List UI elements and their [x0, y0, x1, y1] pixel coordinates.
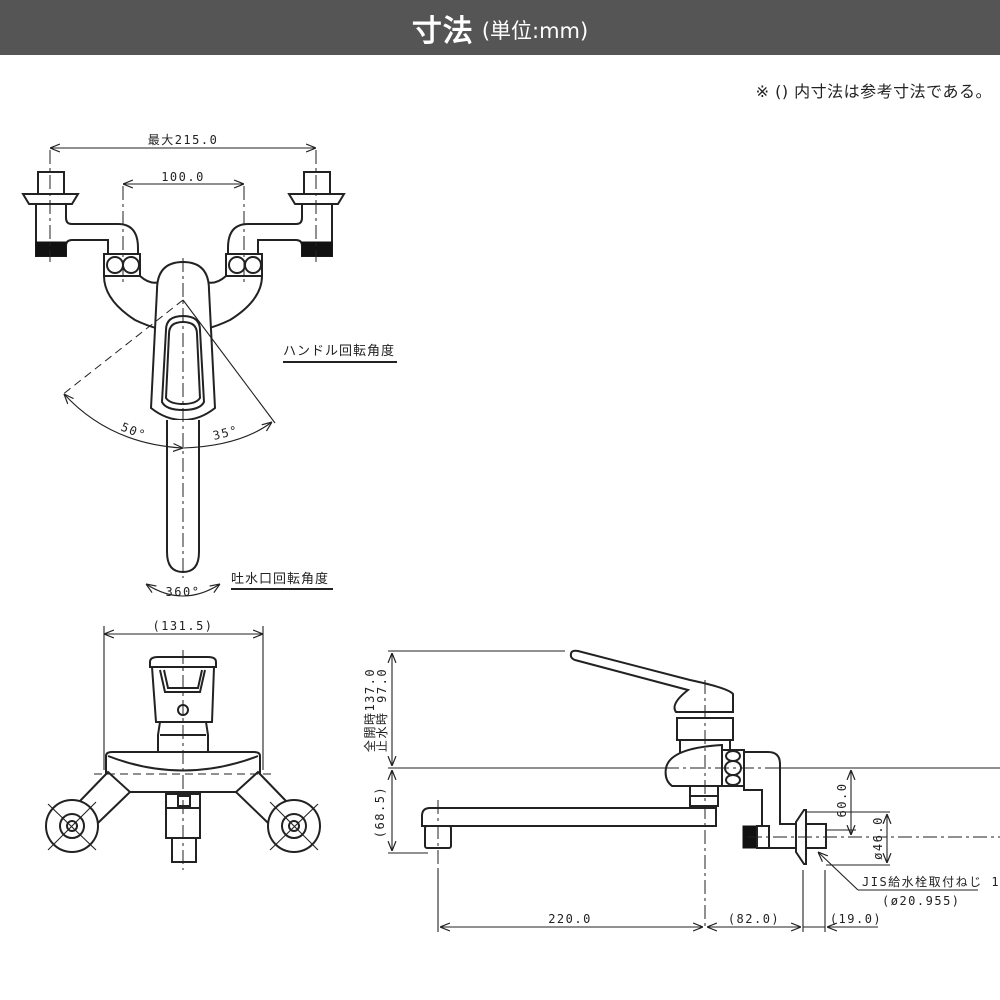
dim-max-width: 最大215.0 [50, 133, 316, 148]
handle-rotation-label: ハンドル回転角度 [283, 343, 395, 359]
right-inlet-fitting [227, 171, 346, 259]
dim-front-width: (131.5) [103, 619, 264, 770]
left-nut [103, 253, 141, 277]
dim-spout-reach: 220.0 [548, 912, 592, 926]
spout-rotation-label: 吐水口回転角度 [231, 571, 329, 587]
page-header: 寸法 (単位:mm) [0, 0, 1000, 55]
dim-inlet-pitch: 100.0 [123, 170, 244, 184]
dim-fitting-length: (19.0) [830, 912, 882, 926]
header-title: 寸法 [411, 13, 474, 49]
dim-body-depth: (82.0) [728, 912, 780, 926]
thread-diameter: (ø20.955) [882, 894, 961, 908]
handle-angle-right: 35° [211, 423, 240, 443]
spout-angle: 360° [166, 585, 201, 599]
left-inlet-fitting [21, 171, 139, 259]
dim-flange-diameter: ø46.0 [871, 816, 885, 860]
dim-height-closed: 止水時 97.0 [375, 668, 389, 752]
dim-spout-height: (68.5) [373, 786, 387, 838]
dim-max-width-text: 最大215.0 [148, 133, 219, 147]
reference-note: ※ () 内寸法は参考寸法である。 [755, 82, 992, 101]
side-view: 全開時137.0 止水時 97.0 (68.5) [362, 649, 1000, 932]
top-view: 最大215.0 100.0 [21, 133, 397, 599]
dim-front-width-text: (131.5) [152, 619, 213, 633]
dim-height-full-open: 全開時137.0 [362, 668, 377, 752]
dim-inlet-pitch-text: 100.0 [161, 170, 205, 184]
front-view: (131.5) [45, 619, 321, 870]
header-unit: (単位:mm) [481, 18, 589, 43]
thread-label: JIS給水栓取付ねじ 13 [862, 874, 1000, 889]
dim-inlet-offset: 60.0 [835, 783, 849, 818]
